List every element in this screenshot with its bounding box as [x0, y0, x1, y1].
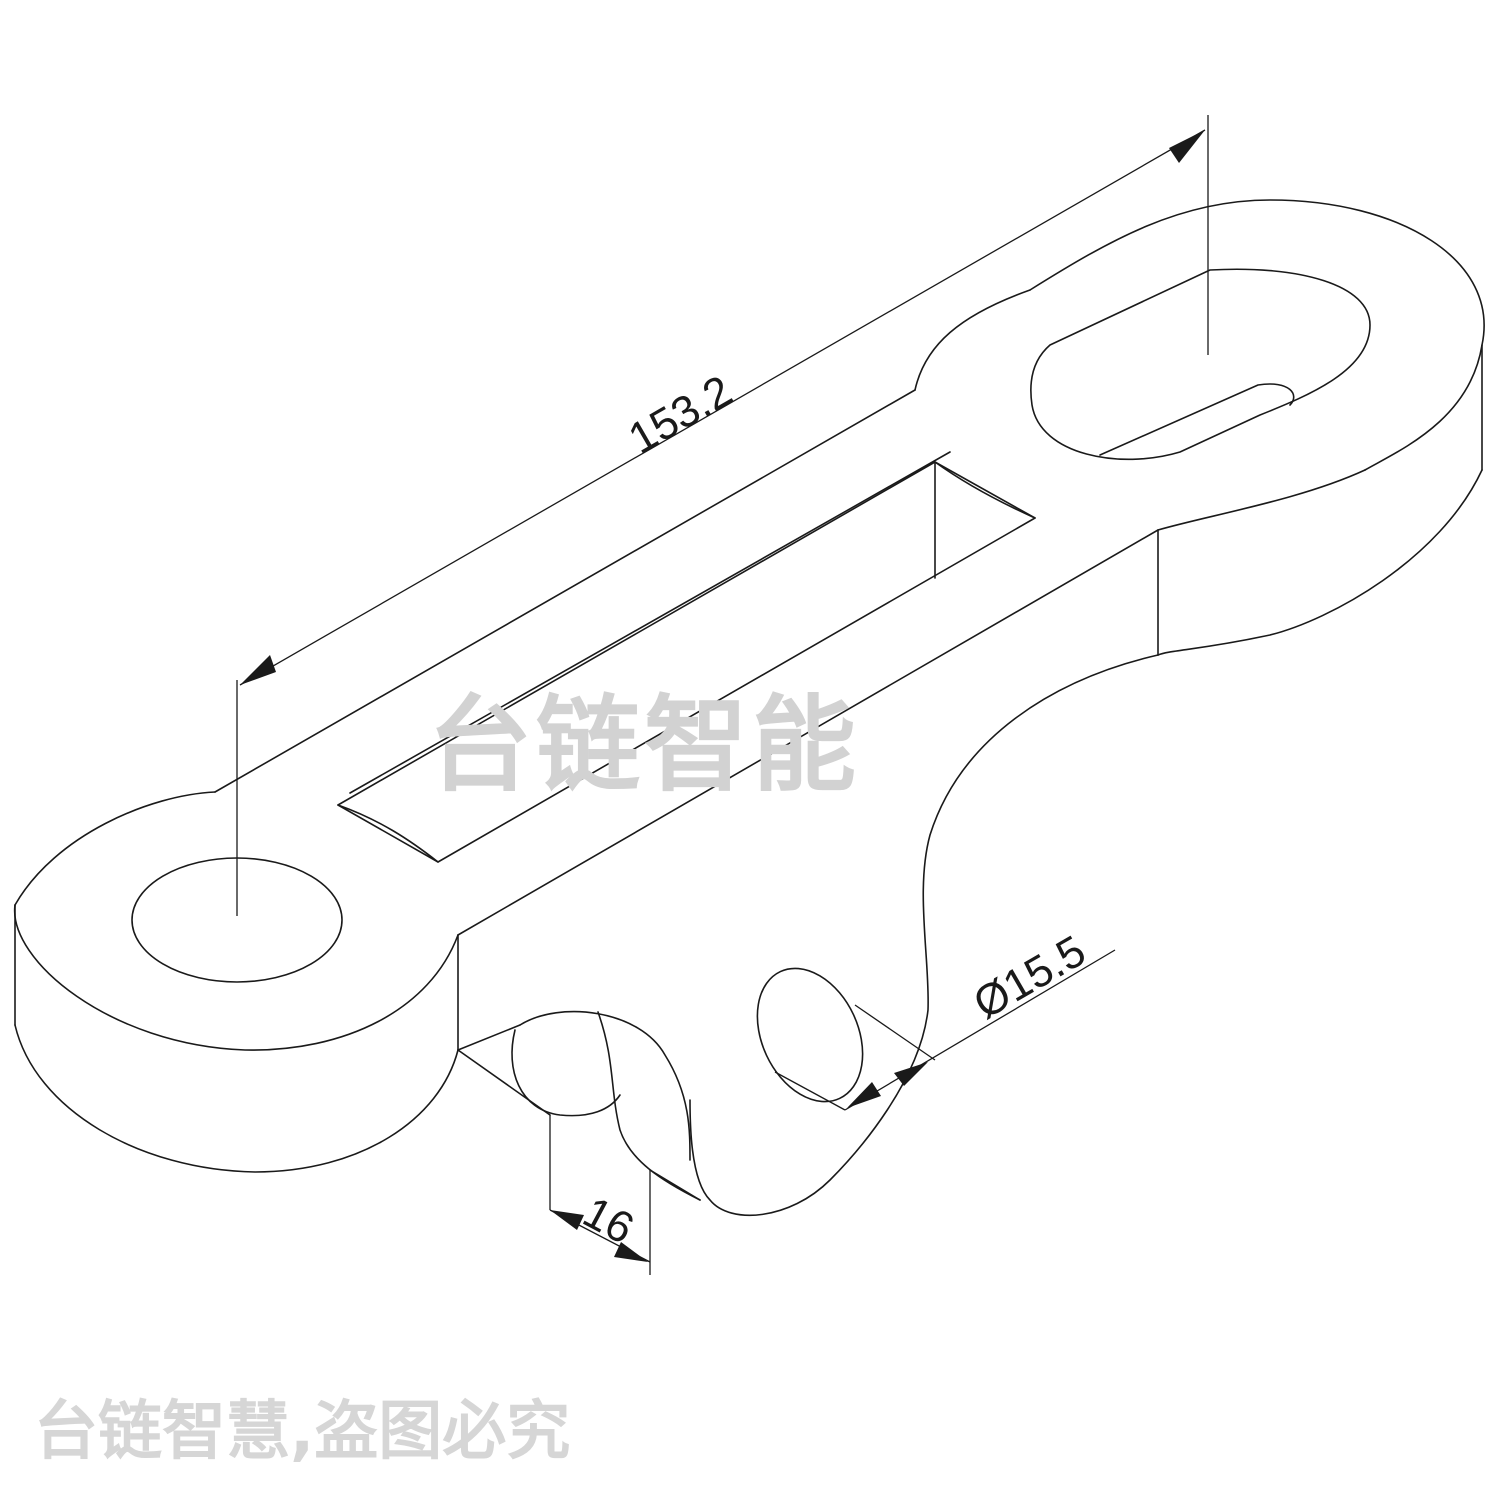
watermark-center: 台链智能: [428, 684, 861, 806]
dimension-hole-diameter-label: Ø15.5: [966, 926, 1094, 1028]
right-slot: [1030, 268, 1371, 461]
part-outline: [14, 199, 1485, 1217]
lug-hole: [756, 967, 864, 1103]
dimension-length-label: 153.2: [621, 366, 741, 463]
watermark-bottom: 台链智慧,盗图必究: [34, 1395, 571, 1469]
dimension-hole-diameter: Ø15.5: [774, 926, 1116, 1111]
dimension-thickness: 16: [549, 1115, 651, 1275]
dimension-thickness-label: 16: [575, 1188, 641, 1254]
